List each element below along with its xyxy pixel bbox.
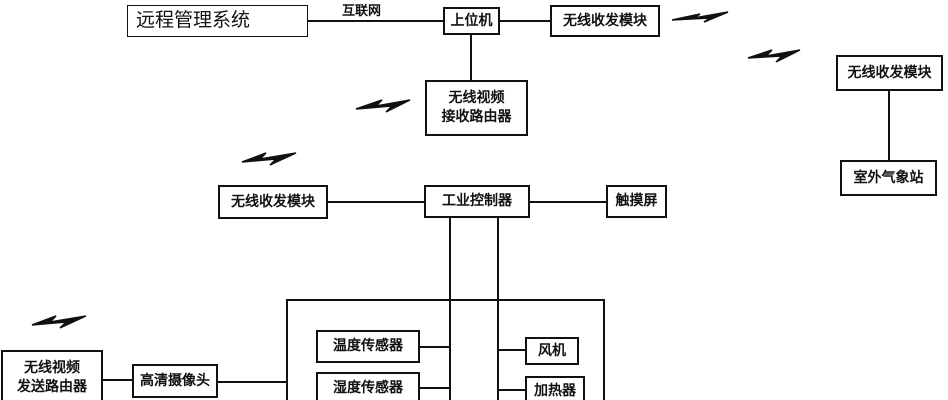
wireless-signal-icon [671,11,729,23]
video-sender-box: 无线视频 发送路由器 [1,350,103,400]
fan-label: 风机 [538,342,566,359]
temp-sensor-box: 温度传感器 [316,330,420,363]
temp-sensor-label: 温度传感器 [333,338,403,355]
host-pc-label: 上位机 [450,12,493,29]
touch-screen-box: 触摸屏 [606,185,667,218]
video-sender-label: 无线视频 发送路由器 [17,360,87,395]
wireless-signal-icon [355,99,411,113]
weather-station-label: 室外气象站 [853,169,924,186]
internet-label: 互联网 [342,4,382,19]
wireless-module-top-box: 无线收发模块 [550,5,660,37]
heater-box: 加热器 [525,376,585,400]
wireless-signal-icon [747,49,801,63]
wireless-module-left-label: 无线收发模块 [231,193,315,210]
wireless-module-left-box: 无线收发模块 [218,185,328,219]
greenhouse-enclosure [286,299,605,400]
wireless-module-right-box: 无线收发模块 [836,55,943,91]
industrial-controller-box: 工业控制器 [424,185,530,218]
remote-management-system: 远程管理系统 [127,5,308,37]
video-receiver-label: 无线视频 接收路由器 [441,90,512,125]
video-receiver-box: 无线视频 接收路由器 [425,80,528,136]
weather-station-box: 室外气象站 [840,160,937,196]
hd-camera-label: 高清摄像头 [140,372,210,389]
remote-management-system-label: 远程管理系统 [136,9,251,32]
fan-box: 风机 [525,337,579,365]
wireless-module-top-label: 无线收发模块 [563,12,647,29]
industrial-controller-label: 工业控制器 [442,193,512,210]
wireless-module-right-label: 无线收发模块 [847,64,932,81]
wireless-signal-icon [31,315,87,329]
host-pc-box: 上位机 [443,7,500,35]
wireless-signal-icon [241,152,297,166]
hd-camera-box: 高清摄像头 [132,364,218,398]
humidity-sensor-box: 湿度传感器 [316,372,420,400]
humidity-sensor-label: 湿度传感器 [333,380,403,397]
heater-label: 加热器 [534,382,576,399]
touch-screen-label: 触摸屏 [615,193,658,210]
